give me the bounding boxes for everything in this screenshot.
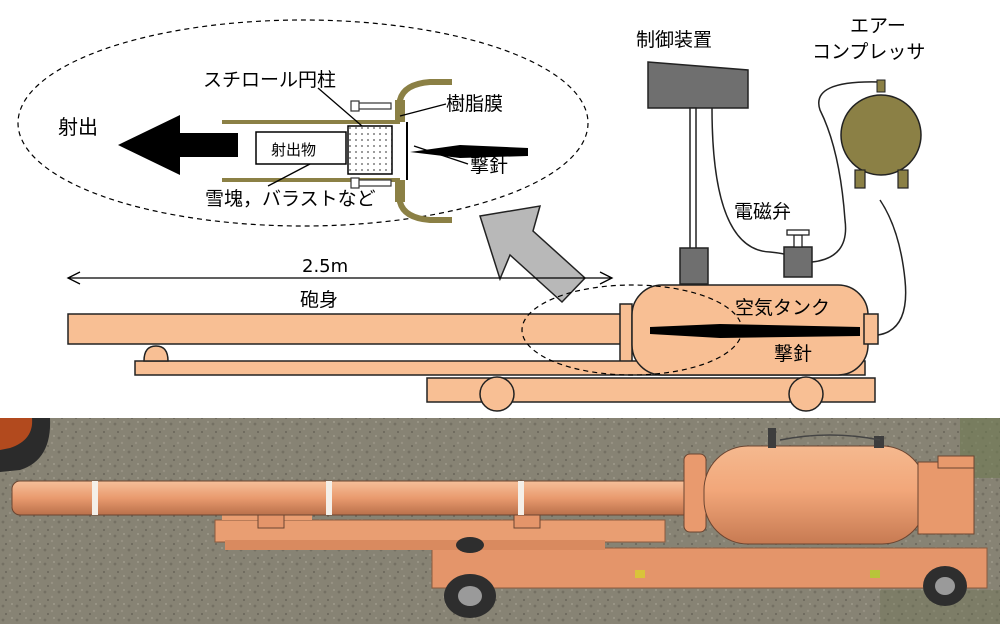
tank-striker-label: 撃針 [774,343,812,365]
air-tank-label: 空気タンク [735,297,830,319]
snow-ballast-label: 雪塊，バラストなど [205,188,376,210]
breech-dashed-ellipse [521,284,743,376]
projectile-box [255,131,347,165]
control-wire [711,107,796,259]
tank-endcap [863,313,879,345]
barrel-schematic [67,313,629,345]
control-unit-label: 制御装置 [636,29,712,51]
barrel-label: 砲身 [300,289,338,311]
wheel-left-schematic [479,376,515,412]
wheel-right-schematic [788,376,824,412]
length-label: 2.5m [302,256,348,277]
control-valve-box [679,247,709,285]
leader-lines [267,87,469,187]
resin-film-label: 樹脂膜 [446,93,503,115]
striker-pin-label: 撃針 [470,155,508,177]
barrel-support [143,345,169,362]
solenoid-valve-shape [783,229,813,278]
fire-label: 射出 [58,115,98,139]
magnify-arrow [479,205,587,304]
striker-pin-shape [410,145,528,158]
styrofoam-cylinder-label: スチロール円柱 [203,69,336,91]
cannon-photo [0,418,1000,624]
detail-ellipse [17,19,589,227]
barrel-cross-section [222,79,452,223]
air-compressor-label-1: エアー [850,15,906,37]
tank-striker-pin [650,324,860,338]
styrofoam-block [347,125,393,175]
length-dimension [66,271,614,285]
air-compressor-label-2: コンプレッサ [812,41,925,63]
fire-arrow [118,115,238,175]
air-hose-2 [877,199,907,336]
barrel-flange-schematic [619,303,633,363]
projectile-label: 射出物 [271,141,316,159]
control-unit-box [647,61,749,109]
air-hose-1 [811,81,881,263]
air-compressor-shape [840,79,922,189]
solenoid-valve-label: 電磁弁 [734,201,791,223]
control-stand [689,107,697,251]
